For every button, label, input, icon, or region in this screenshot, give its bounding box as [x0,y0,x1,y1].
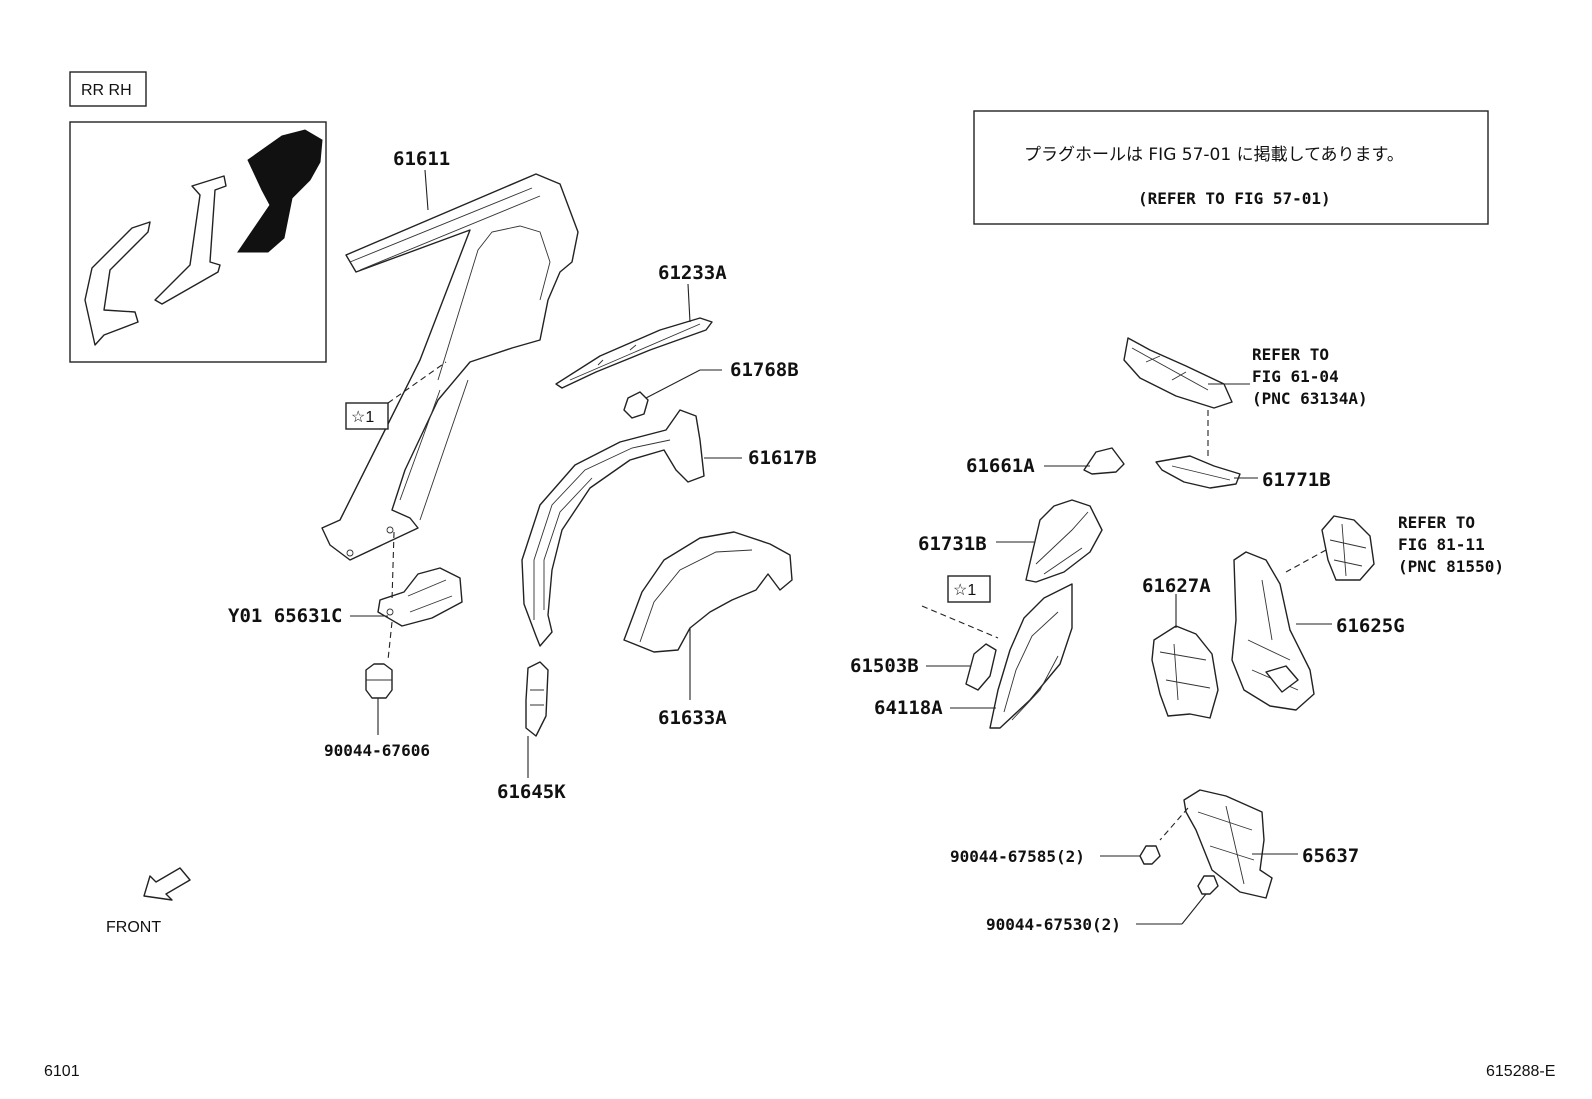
label-65631C: Y01 65631C [228,605,342,627]
ref1-line3: (PNC 63134A) [1252,389,1368,408]
label-61645K: 61645K [497,781,566,803]
part-61645K: 61645K [497,661,566,803]
ref2-line1: REFER TO [1398,513,1475,532]
label-61661A: 61661A [966,455,1035,477]
label-65637: 65637 [1302,845,1359,867]
callout-star-1-left-text: ☆1 [351,409,374,426]
part-61633A: 61633A [623,531,793,729]
front-arrow: FRONT [106,867,191,936]
label-61611: 61611 [393,148,450,170]
label-61633A: 61633A [658,707,727,729]
label-61627A: 61627A [1142,575,1211,597]
note-english: (REFER TO FIG 57-01) [1138,189,1331,208]
part-61617B: 61617B [521,409,817,647]
part-61625G: 61625G [1231,551,1405,711]
label-61625G: 61625G [1336,615,1405,637]
callout-star-1-right: ☆1 [921,575,999,639]
part-61731B: 61731B [918,499,1103,583]
region-label: RR RH [69,71,147,107]
page-code: 6101 [44,1063,80,1080]
callout-star-1-left: ☆1 [345,361,447,430]
note-box: プラグホールは FIG 57-01 に掲載してあります。 (REFER TO F… [973,110,1489,225]
part-61627A: 61627A [1142,575,1219,719]
part-61503B: 61503B [850,643,997,691]
ref1-line2: FIG 61-04 [1252,367,1339,386]
part-61233A: 61233A [555,262,727,389]
label-61503B: 61503B [850,655,919,677]
region-label-text: RR RH [81,82,132,99]
note-japanese: プラグホールは FIG 57-01 に掲載してあります。 [1024,145,1404,165]
ref2-line3: (PNC 81550) [1398,557,1504,576]
part-90044-67530: 90044-67530(2) [986,875,1219,934]
label-61731B: 61731B [918,533,987,555]
ref1-line1: REFER TO [1252,345,1329,364]
label-61771B: 61771B [1262,469,1331,491]
label-64118A: 64118A [874,697,943,719]
part-64118A: 64118A [874,583,1073,729]
part-61661A: 61661A [966,447,1125,477]
figure-code: 615288-E [1486,1063,1555,1080]
front-label: FRONT [106,919,161,936]
label-61768B: 61768B [730,359,799,381]
locator-inset [69,121,327,363]
part-ref-81550: REFER TO FIG 81-11 (PNC 81550) [1285,513,1504,581]
part-61768B: 61768B [623,359,799,419]
part-90044-67606: 90044-67606 [324,663,430,760]
label-61617B: 61617B [748,447,817,469]
part-65631C: Y01 65631C [228,531,463,661]
part-65637: 65637 [1159,789,1359,899]
part-90044-67585: 90044-67585(2) [950,845,1161,866]
callout-star-1-right-text: ☆1 [953,582,976,599]
part-61771B: 61771B [1155,455,1331,491]
label-61233A: 61233A [658,262,727,284]
part-ref-63134A: REFER TO FIG 61-04 (PNC 63134A) [1123,337,1368,458]
label-90044-67606: 90044-67606 [324,741,430,760]
ref2-line2: FIG 81-11 [1398,535,1485,554]
part-61611: 61611 [321,148,579,561]
label-90044-67585: 90044-67585(2) [950,847,1085,866]
label-90044-67530: 90044-67530(2) [986,915,1121,934]
